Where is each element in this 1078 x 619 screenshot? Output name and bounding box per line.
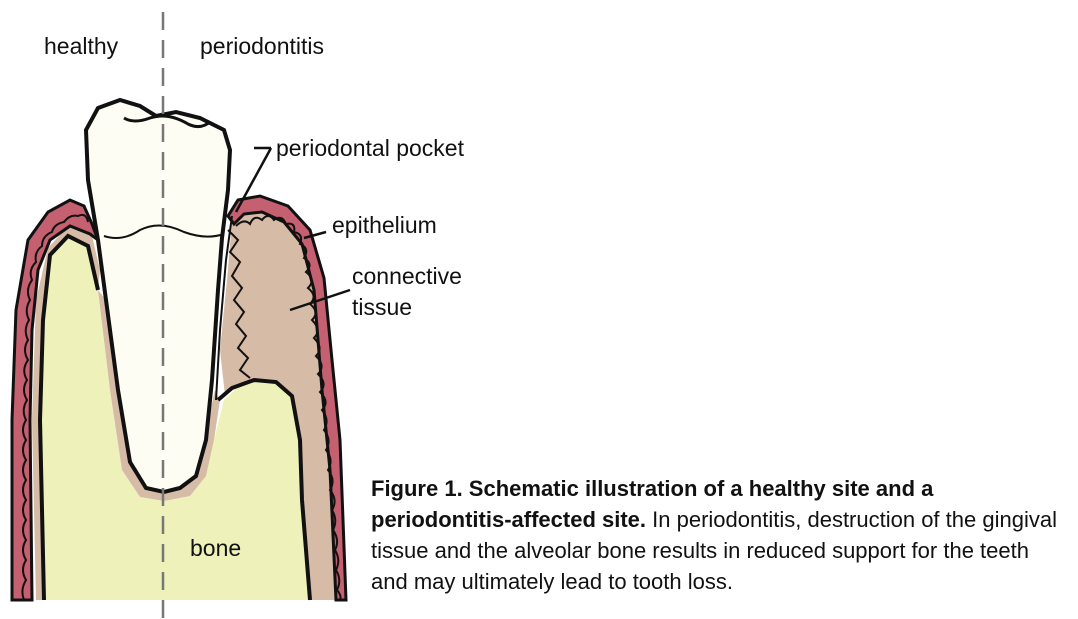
figure-caption: Figure 1. Schematic illustration of a he… <box>371 473 1071 597</box>
label-periodontitis: periodontitis <box>200 33 324 59</box>
label-bone: bone <box>190 535 241 561</box>
label-connective: connective <box>352 263 462 289</box>
label-periodontal-pocket: periodontal pocket <box>276 135 464 161</box>
label-healthy: healthy <box>44 33 118 59</box>
label-epithelium: epithelium <box>332 212 437 238</box>
label-tissue: tissue <box>352 294 412 320</box>
